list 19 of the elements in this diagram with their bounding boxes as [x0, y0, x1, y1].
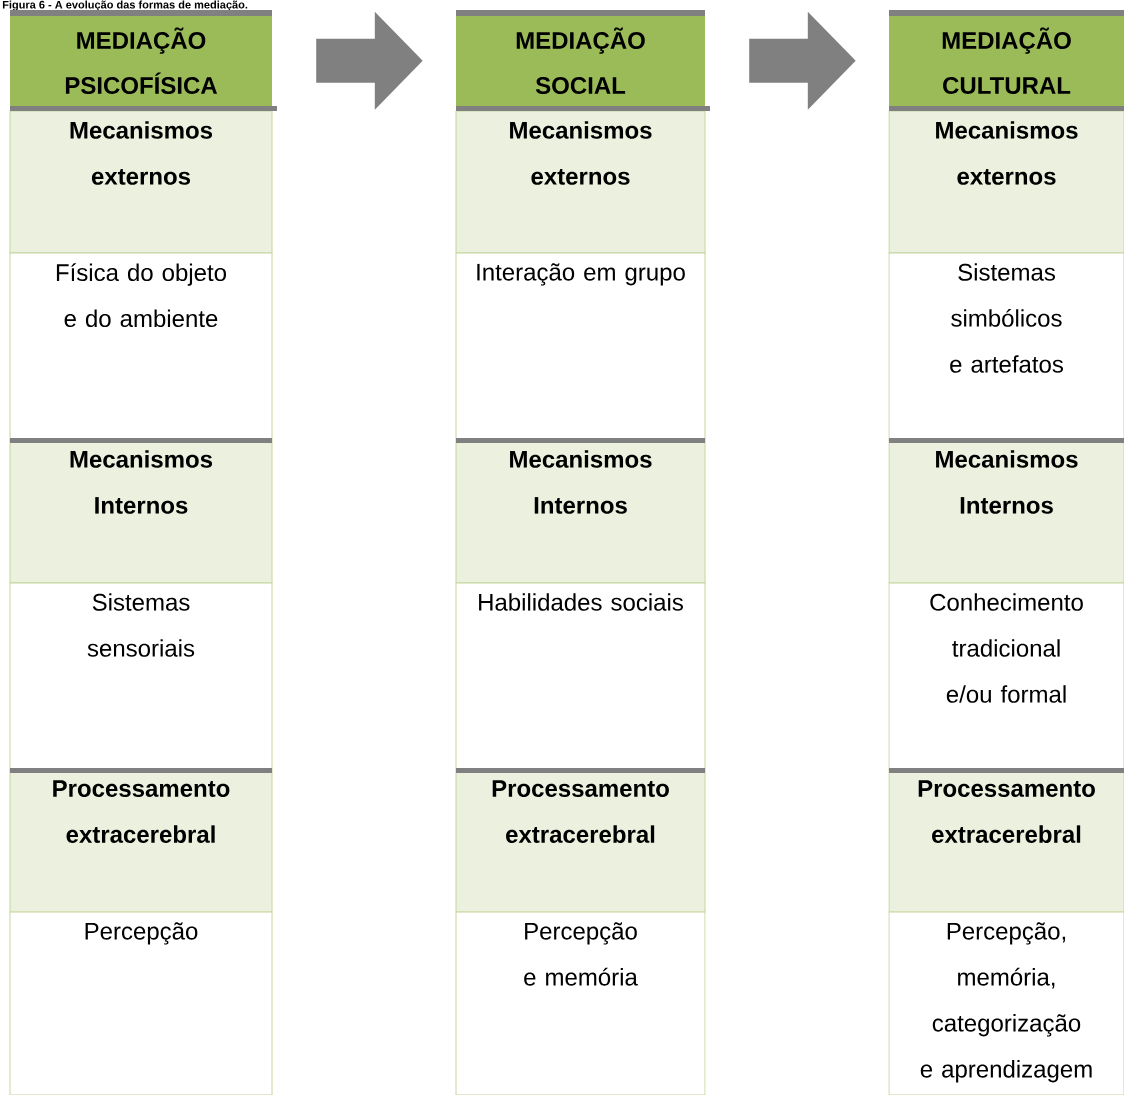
table-cell: Mecanismos externos — [888, 110, 1124, 254]
table-cell: Mecanismos Internos — [455, 439, 706, 584]
table-cell: Conhecimento tradicional e/ou formal — [888, 582, 1124, 771]
table-cell: Mecanismos Internos — [9, 439, 273, 584]
table-cell: Percepção, memória, categorização e aprendizagem — [888, 911, 1124, 1095]
figure-title: Figura 6 - A evolução das formas de mediação. — [2, 0, 248, 11]
table-cell: Mecanismos Internos — [888, 439, 1124, 584]
table-cell: Mecanismos externos — [455, 110, 706, 254]
table-cell: Interação em grupo — [455, 252, 706, 441]
table-cell: Sistemas simbólicos e artefatos — [888, 252, 1124, 441]
table-cell: Habilidades sociais — [455, 582, 706, 771]
table-cell: Percepção e memória — [455, 911, 706, 1095]
table-cell: Processamento extracerebral — [455, 769, 706, 913]
table-cell: Processamento extracerebral — [888, 769, 1124, 913]
table-cell: Física do objeto e do ambiente — [9, 252, 273, 441]
table-cell: Percepção — [9, 911, 273, 1095]
table-cell: Processamento extracerebral — [9, 769, 273, 913]
table-cell: Sistemas sensoriais — [9, 582, 273, 771]
table-cell: Mecanismos externos — [9, 110, 273, 254]
